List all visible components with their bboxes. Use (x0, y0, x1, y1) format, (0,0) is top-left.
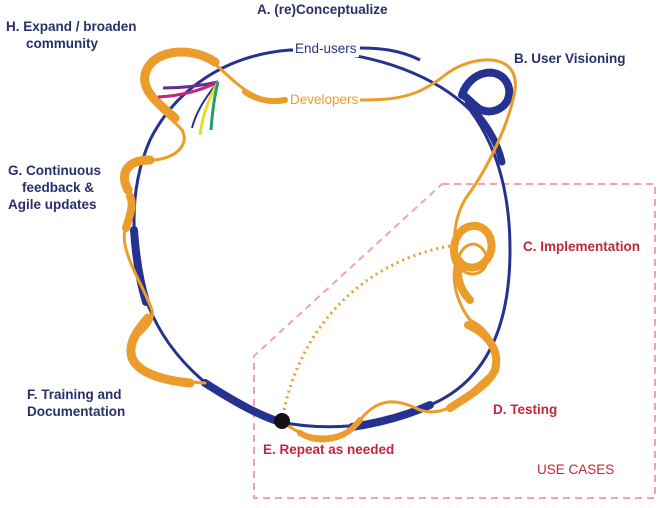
end-user-thick-segment-left (130, 226, 150, 306)
stage-label-a: A. (re)Conceptualize (257, 2, 388, 17)
stage-label-b: B. User Visioning (514, 51, 626, 66)
stage-label-f: F. Training and Documentation (27, 386, 125, 420)
community-expansion-fan (157, 80, 220, 136)
fan-strand-green (209, 81, 220, 131)
stage-label-c: C. Implementation (523, 239, 641, 254)
stage-label-e: E. Repeat as needed (263, 442, 395, 457)
developer-ribbon-top-left (140, 47, 220, 123)
end-users-line-label: End-users (293, 41, 359, 57)
stage-label-g-line2: feedback & (22, 180, 95, 195)
developer-ribbon-bottom (297, 417, 363, 443)
fan-strand-magenta (157, 80, 219, 99)
implementation-to-repeat-dotted-path (280, 244, 451, 421)
developer-strand (120, 47, 517, 443)
use-cases-label: USE CASES (537, 462, 615, 477)
stage-label-h-line2: community (26, 36, 99, 51)
developer-ribbon-left-1 (120, 155, 155, 195)
implementation-curl (450, 221, 496, 304)
stage-label-h: H. Expand / broaden community (6, 18, 137, 52)
end-user-thick-segment-bottom-left (201, 379, 284, 426)
stage-label-g: G. Continuous feedback & Agile updates (8, 162, 101, 213)
end-user-thick-segment-top-right (464, 100, 506, 166)
user-visioning-curl (458, 68, 514, 116)
end-user-label-connector (359, 46, 421, 62)
developers-line-label: Developers (288, 92, 361, 108)
developer-ribbon-left-3 (126, 313, 195, 388)
developer-ribbon-bottom-right (446, 321, 501, 412)
end-user-thick-segment-bottom-right (348, 401, 434, 431)
repeat-node (274, 413, 290, 429)
stage-label-g-line3: Agile updates (8, 197, 97, 212)
stage-label-h-line1: H. Expand / broaden (6, 19, 137, 34)
stage-label-f-line2: Documentation (27, 404, 126, 419)
stage-label-d: D. Testing (493, 402, 558, 417)
developer-ribbon-loop (242, 89, 288, 104)
developer-ribbon-left-2 (122, 192, 136, 232)
stage-label-f-line1: F. Training and (27, 387, 122, 402)
stage-label-g-line1: G. Continuous (8, 163, 101, 178)
